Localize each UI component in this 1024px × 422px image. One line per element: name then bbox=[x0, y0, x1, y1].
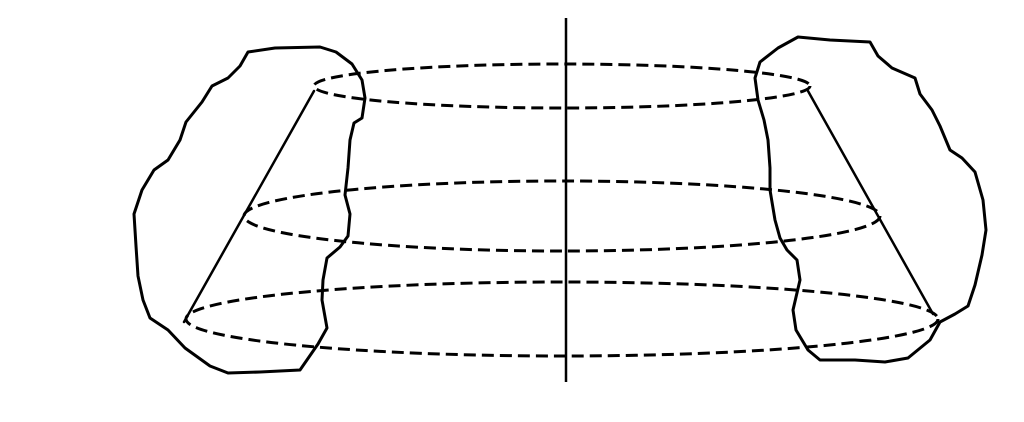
left-region-outline bbox=[132, 45, 367, 375]
top-ring bbox=[312, 62, 812, 110]
bottom-ring bbox=[184, 280, 940, 358]
right-region-outline bbox=[753, 35, 988, 364]
right-generating-segment bbox=[806, 89, 935, 316]
middle-ring bbox=[242, 179, 882, 253]
left-generating-segment bbox=[182, 89, 316, 324]
